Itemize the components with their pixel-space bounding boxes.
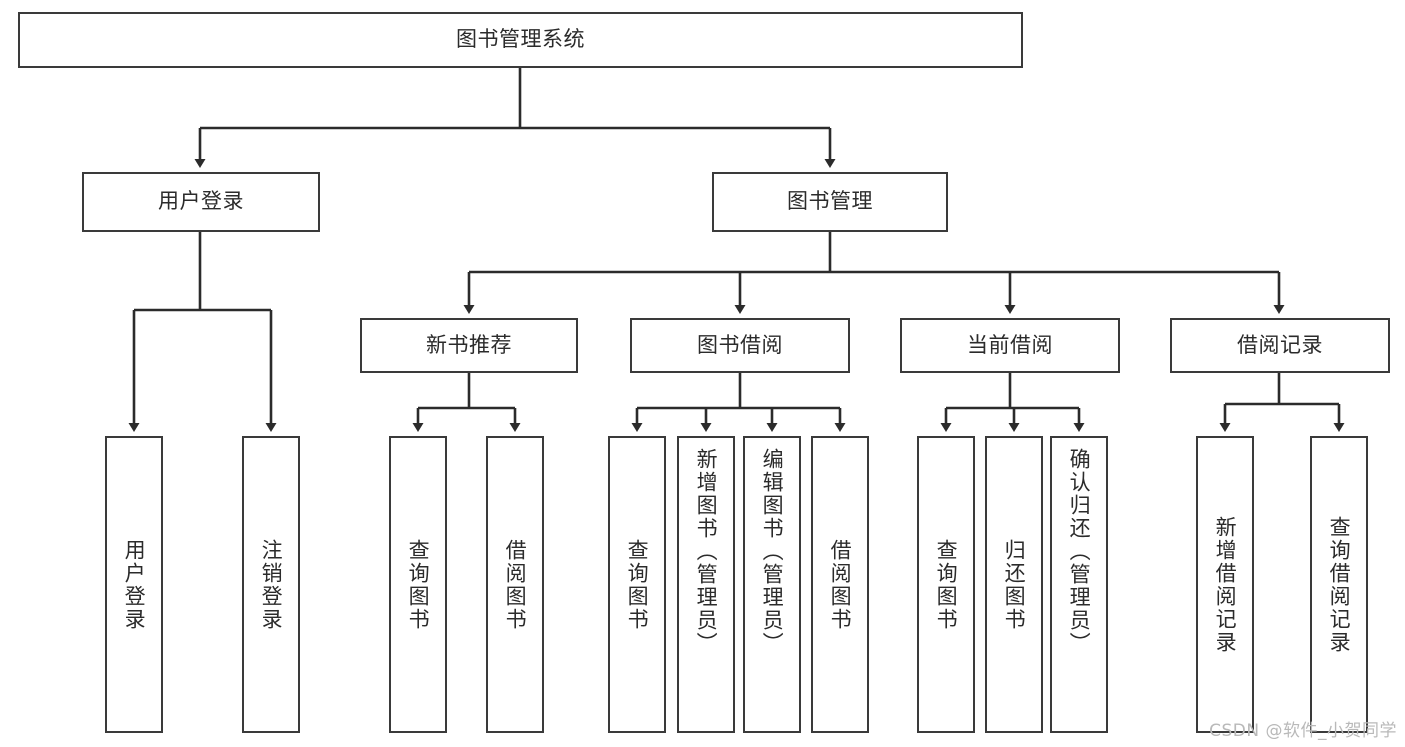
leaf-query-book-2-label: 查询图书 [625,538,650,631]
leaf-borrow-book-2[interactable]: 借阅图书 [811,436,869,733]
leaf-query-book-3[interactable]: 查询图书 [917,436,975,733]
node-new-book-recommend-label: 新书推荐 [426,332,512,357]
leaf-add-record[interactable]: 新增借阅记录 [1196,436,1254,733]
node-user-login-label: 用户登录 [158,189,244,214]
leaf-edit-book[interactable]: 编辑图书（管理员） [743,436,801,733]
node-user-login[interactable]: 用户登录 [82,172,320,232]
leaf-borrow-book-1-label: 借阅图书 [503,538,528,631]
leaf-confirm-return-label: 确认归还（管理员） [1067,448,1092,655]
leaf-add-book-label: 新增图书（管理员） [694,448,719,655]
node-new-book-recommend[interactable]: 新书推荐 [360,318,578,373]
leaf-add-book[interactable]: 新增图书（管理员） [677,436,735,733]
node-root-label: 图书管理系统 [456,27,585,52]
leaf-edit-book-label: 编辑图书（管理员） [760,448,785,655]
leaf-query-book-3-label: 查询图书 [934,538,959,631]
leaf-logout-login-label: 注销登录 [259,538,284,631]
leaf-query-book-1[interactable]: 查询图书 [389,436,447,733]
node-book-management[interactable]: 图书管理 [712,172,948,232]
node-book-borrow-label: 图书借阅 [697,332,783,357]
leaf-query-record[interactable]: 查询借阅记录 [1310,436,1368,733]
node-borrow-record[interactable]: 借阅记录 [1170,318,1390,373]
leaf-borrow-book-2-label: 借阅图书 [828,538,853,631]
node-book-borrow[interactable]: 图书借阅 [630,318,850,373]
leaf-confirm-return[interactable]: 确认归还（管理员） [1050,436,1108,733]
leaf-query-book-2[interactable]: 查询图书 [608,436,666,733]
leaf-query-record-label: 查询借阅记录 [1327,515,1352,654]
leaf-user-login-label: 用户登录 [122,538,147,631]
watermark: CSDN @软件_小贺同学 [1209,721,1397,741]
node-book-management-label: 图书管理 [787,189,873,214]
leaf-borrow-book-1[interactable]: 借阅图书 [486,436,544,733]
leaf-return-book-label: 归还图书 [1002,538,1027,631]
node-current-borrow[interactable]: 当前借阅 [900,318,1120,373]
leaf-return-book[interactable]: 归还图书 [985,436,1043,733]
leaf-user-login[interactable]: 用户登录 [105,436,163,733]
leaf-query-book-1-label: 查询图书 [406,538,431,631]
node-current-borrow-label: 当前借阅 [967,332,1053,357]
leaf-add-record-label: 新增借阅记录 [1213,515,1238,654]
node-root[interactable]: 图书管理系统 [18,12,1023,68]
node-borrow-record-label: 借阅记录 [1237,332,1323,357]
leaf-logout-login[interactable]: 注销登录 [242,436,300,733]
